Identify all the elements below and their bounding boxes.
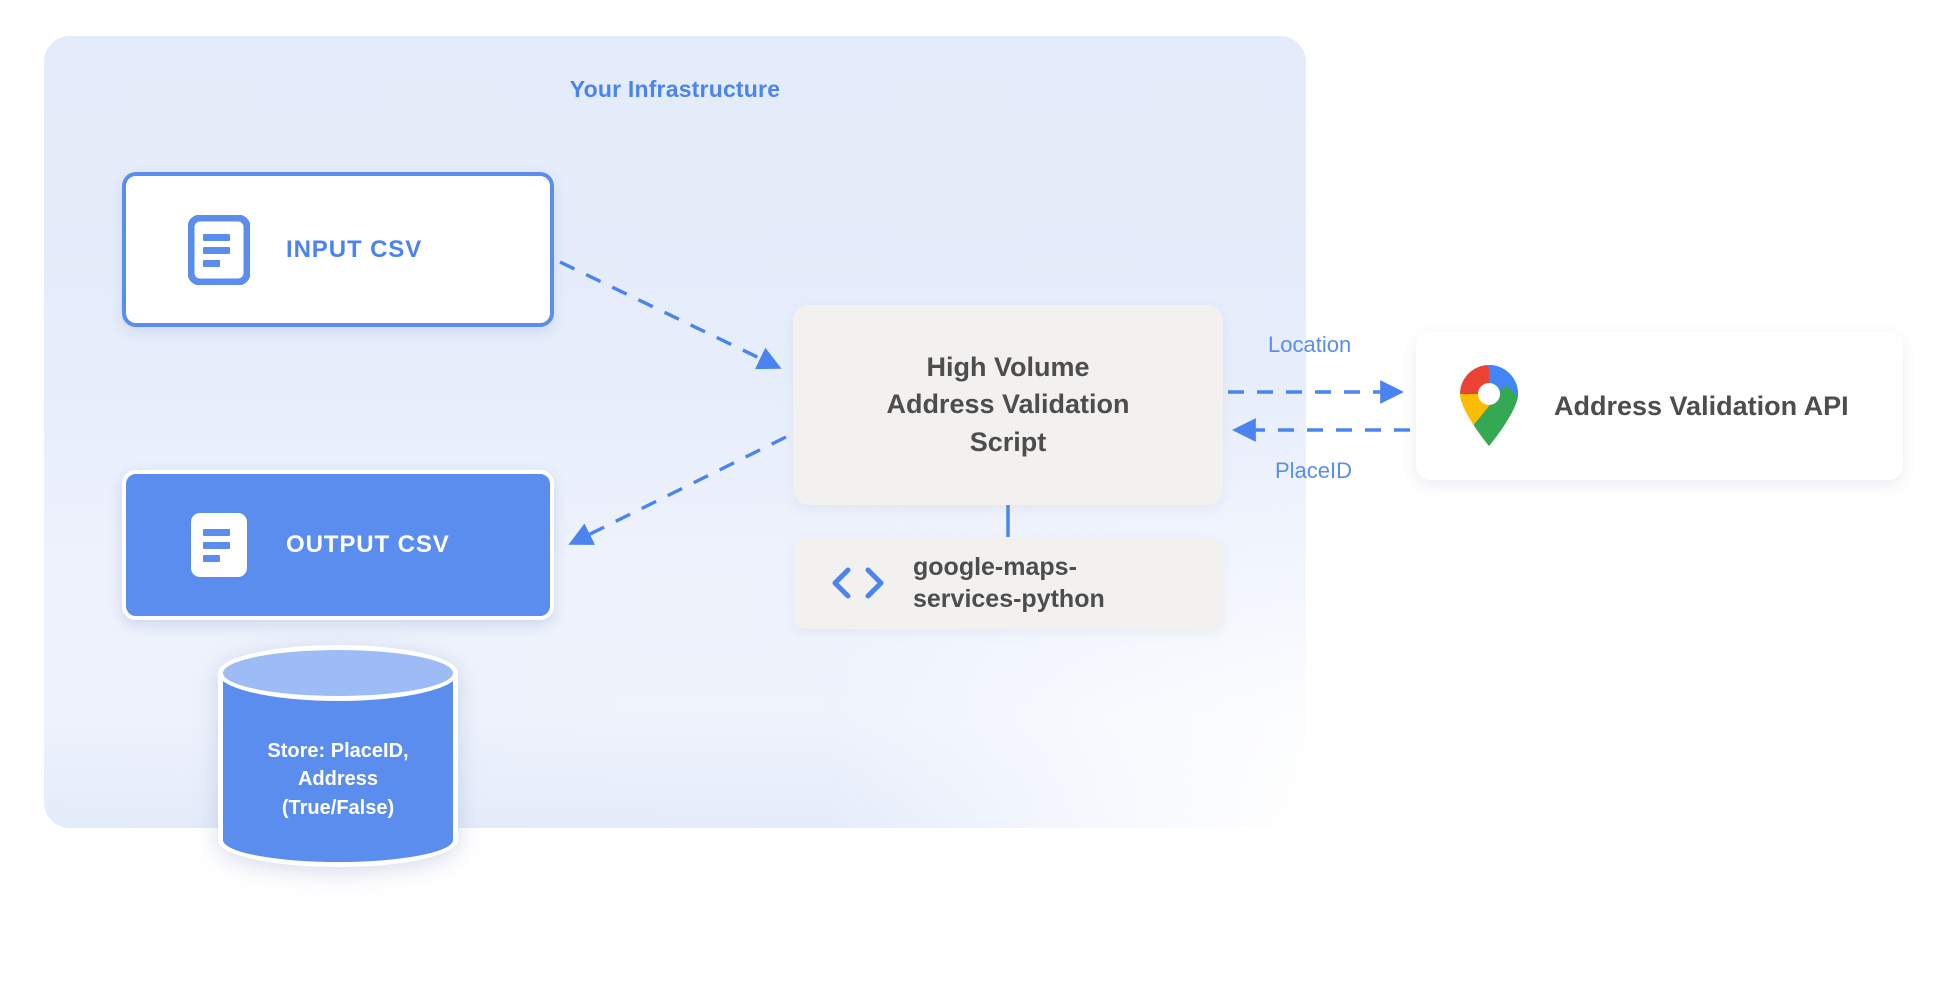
edge-label-placeid: PlaceID	[1275, 458, 1353, 483]
script-label-line2: Address Validation	[886, 389, 1130, 420]
document-icon	[188, 214, 250, 285]
database-label-line1: Store: PlaceID,	[267, 740, 409, 762]
database-label-line3: (True/False)	[281, 796, 395, 819]
library-label-line2: services-python	[913, 585, 1105, 613]
script-label-line3: Script	[969, 426, 1047, 457]
script-label-line1: High Volume	[926, 352, 1090, 383]
node-library[interactable]: google-maps- services-python	[793, 537, 1223, 629]
document-icon	[191, 513, 247, 577]
google-maps-pin-icon	[1460, 365, 1518, 446]
edge-label-location: Location	[1268, 332, 1352, 357]
node-database-label: Store: PlaceID, Address (True/False)	[218, 737, 458, 822]
infrastructure-panel-title: Your Infrastructure	[569, 76, 781, 102]
library-label-line1: google-maps-	[913, 552, 1077, 581]
node-output-csv-label: OUTPUT CSV	[286, 531, 450, 558]
node-database[interactable]: Store: PlaceID, Address (True/False)	[218, 645, 458, 867]
database-cylinder-top	[218, 645, 458, 701]
node-api-label: Address Validation API	[1554, 390, 1849, 421]
node-input-csv[interactable]: INPUT CSV	[122, 172, 554, 327]
node-input-csv-label: INPUT CSV	[286, 235, 423, 263]
node-address-validation-api[interactable]: Address Validation API	[1416, 332, 1903, 480]
database-label-line2: Address	[297, 768, 379, 791]
node-library-label: google-maps- services-python	[913, 551, 1105, 616]
node-validation-script[interactable]: High Volume Address Validation Script	[793, 305, 1223, 505]
code-brackets-icon	[832, 567, 884, 599]
node-output-csv[interactable]: OUTPUT CSV	[122, 470, 554, 620]
